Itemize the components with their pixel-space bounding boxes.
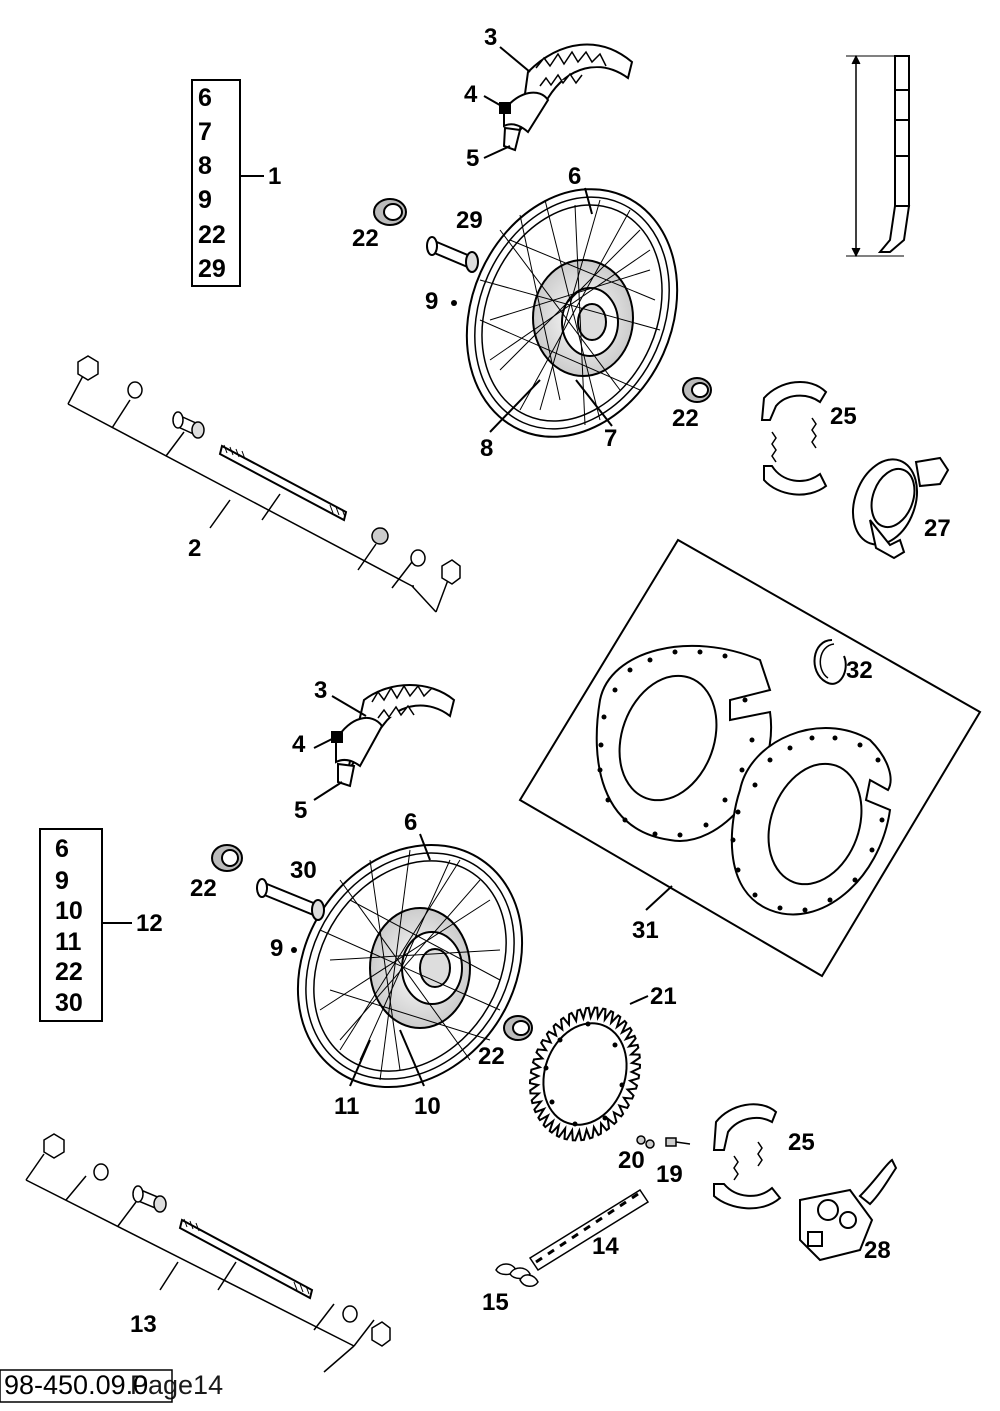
rear-brake-plate <box>799 1158 898 1262</box>
callout-rear-bearing-right: 22 <box>478 1043 505 1070</box>
circlip-ring <box>813 639 847 685</box>
rear-wheel-illustration <box>296 843 524 1089</box>
callout-rear-valve: 4 <box>292 731 306 758</box>
page-footer: 98-450.09.0 Page14 <box>0 1369 223 1403</box>
leader-lines-front-wheel <box>489 187 613 433</box>
rear-group-item: 22 <box>55 958 83 986</box>
leader-sprocket <box>629 995 649 1005</box>
callout-rear-nipple-small: 9 <box>270 935 283 962</box>
callout-front-rim: 6 <box>568 163 581 190</box>
front-spacer <box>426 236 479 273</box>
callout-front-axle: 2 <box>188 535 201 562</box>
rear-group-label: 12 <box>136 910 163 937</box>
callout-rear-brake-plate: 28 <box>864 1237 891 1264</box>
callout-rear-tire: 3 <box>314 677 327 704</box>
front-group-label: 1 <box>268 163 281 190</box>
callout-sprocket-nut: 20 <box>618 1147 645 1174</box>
rear-group-item: 6 <box>55 835 69 863</box>
front-wheel-illustration <box>465 188 679 438</box>
front-group-item: 22 <box>198 221 226 249</box>
front-bearing-left <box>373 198 407 226</box>
leader-lines-front-tire <box>483 46 531 159</box>
callout-rear-spoke-a: 11 <box>334 1093 359 1120</box>
front-group-item: 8 <box>198 152 212 180</box>
front-brake-plate <box>852 456 950 560</box>
callout-front-bearing-left: 22 <box>352 225 379 252</box>
leader-gaskets <box>645 885 673 911</box>
spoke-length-gauge <box>846 54 911 258</box>
callout-rear-axle: 13 <box>130 1311 157 1338</box>
rear-sprocket <box>528 1006 642 1142</box>
rear-tire-illustration <box>331 684 456 788</box>
rear-group-item: 11 <box>55 928 82 956</box>
callout-rear-brake-shoes: 25 <box>788 1129 815 1156</box>
gasket-2 <box>730 727 892 916</box>
callout-front-tube: 5 <box>466 145 479 172</box>
front-brake-shoes <box>760 380 828 496</box>
callout-front-brake-shoes: 25 <box>830 403 857 430</box>
callout-front-spoke: 8 <box>480 435 493 462</box>
rear-group-item: 30 <box>55 989 83 1017</box>
leader-lines-rear-wheel <box>349 833 431 1087</box>
leader-lines-rear-tire <box>313 695 367 801</box>
footer-page: Page14 <box>130 1370 223 1400</box>
callout-rear-bearing-left: 22 <box>190 875 217 902</box>
rear-bearing-left <box>211 844 243 872</box>
callout-front-spoke-nipple: 7 <box>604 425 617 452</box>
rear-spacer <box>256 878 325 921</box>
callout-rear-rim: 6 <box>404 809 417 836</box>
front-small-nipple <box>451 300 457 306</box>
rear-group-item: 10 <box>55 897 83 925</box>
front-parts-group-box: 6 7 8 9 22 29 1 <box>191 79 281 287</box>
callout-front-brake-plate: 27 <box>924 515 951 542</box>
callout-rear-spoke-b: 10 <box>414 1093 441 1120</box>
callout-sprocket-bolt: 19 <box>656 1161 683 1188</box>
gasket-panel <box>518 538 982 978</box>
chain-master-link <box>495 1263 539 1287</box>
drive-chain <box>528 1188 650 1272</box>
rear-parts-group-box: 6 9 10 11 22 30 12 <box>39 828 163 1022</box>
callout-chain-link: 15 <box>482 1289 509 1316</box>
front-group-item: 9 <box>198 186 212 214</box>
footer-code: 98-450.09.0 <box>4 1370 148 1400</box>
callout-front-tire: 3 <box>484 24 497 51</box>
front-group-item: 6 <box>198 84 212 112</box>
callout-front-spacer: 29 <box>456 207 483 234</box>
callout-chain: 14 <box>592 1233 619 1260</box>
callout-front-valve: 4 <box>464 81 478 108</box>
gasket-1 <box>595 644 773 842</box>
rear-small-nipple <box>291 947 297 953</box>
rear-axle-assembly <box>25 1133 391 1373</box>
front-axle-assembly <box>67 355 461 613</box>
callout-front-nipple-small: 9 <box>425 288 438 315</box>
rear-brake-shoes <box>712 1103 782 1210</box>
callout-rear-tube: 5 <box>294 797 307 824</box>
front-group-item: 29 <box>198 255 226 283</box>
callout-circlip: 32 <box>846 657 873 684</box>
callout-sprocket: 21 <box>650 983 677 1010</box>
callout-front-bearing-right: 22 <box>672 405 699 432</box>
front-tire-illustration <box>499 43 634 152</box>
rear-bearing-right <box>503 1015 533 1041</box>
sprocket-nut-and-bolt <box>636 1135 691 1149</box>
front-group-item: 7 <box>198 118 212 146</box>
callout-rear-spacer: 30 <box>290 857 317 884</box>
rear-group-item: 9 <box>55 867 69 895</box>
callout-gaskets: 31 <box>632 917 659 944</box>
front-bearing-right <box>682 377 712 403</box>
